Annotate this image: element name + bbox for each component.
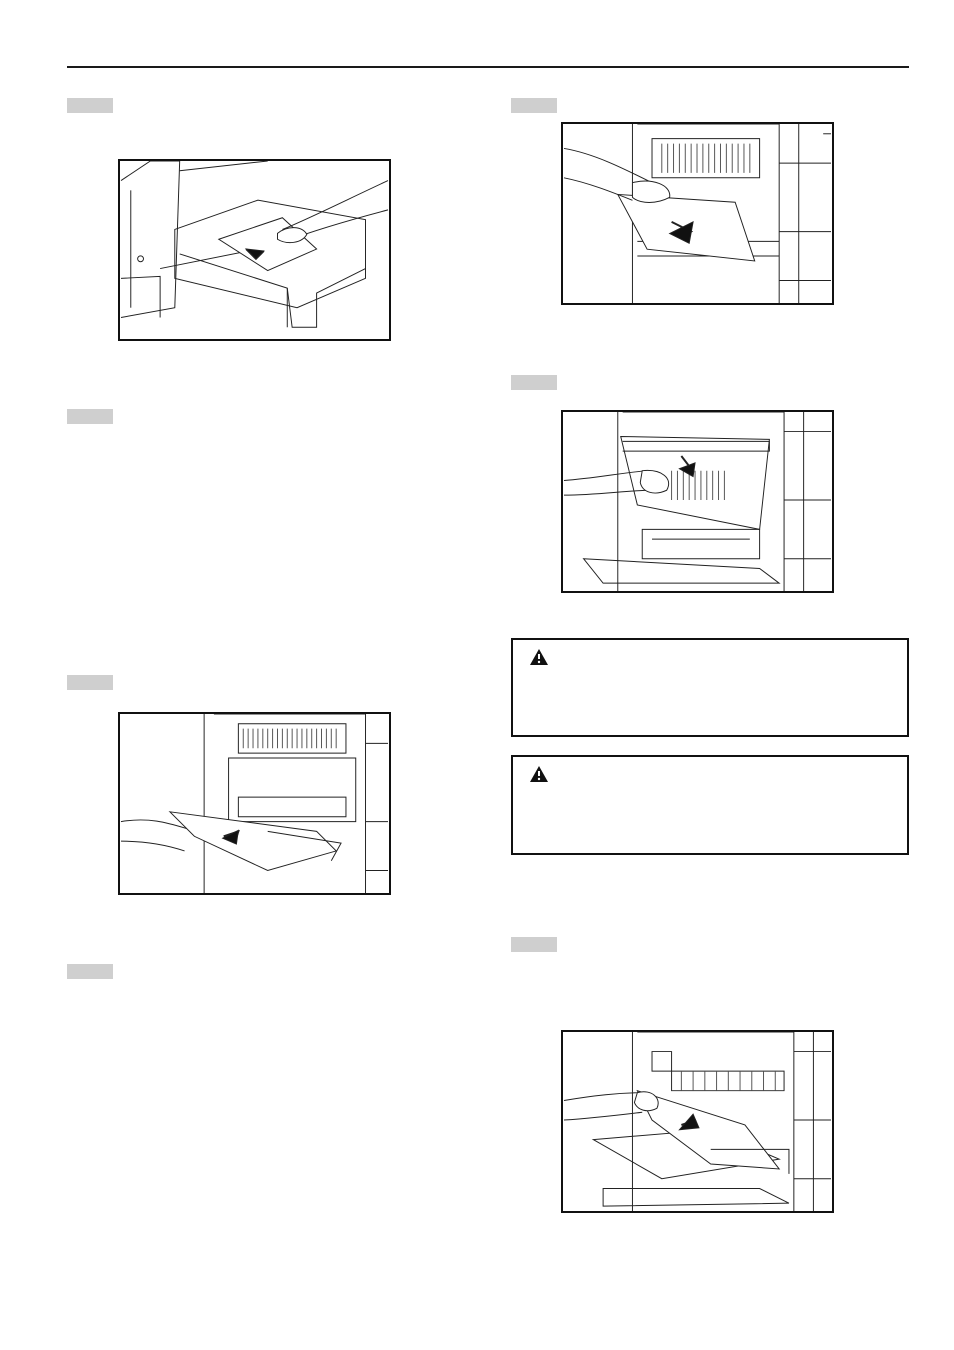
bypass-tray-paper-removal-illustration <box>118 712 391 895</box>
side-cover-opening-illustration <box>561 122 834 305</box>
fixing-unit-paper-removal-illustration <box>561 1030 834 1213</box>
caution-box-1 <box>511 638 909 737</box>
paper-drawer-removal-illustration <box>118 159 391 341</box>
caution-box-2 <box>511 755 909 855</box>
warning-triangle-icon <box>530 649 548 665</box>
step-tab-6 <box>511 375 557 390</box>
step-tab-2 <box>67 409 113 424</box>
inner-cover-opening-illustration <box>561 410 834 593</box>
step-tab-7 <box>511 937 557 952</box>
step-tab-3 <box>67 675 113 690</box>
step-tab-1 <box>67 98 113 113</box>
step-tab-4 <box>67 964 113 979</box>
header-rule <box>67 66 909 68</box>
step-tab-5 <box>511 98 557 113</box>
warning-triangle-icon <box>530 766 548 782</box>
